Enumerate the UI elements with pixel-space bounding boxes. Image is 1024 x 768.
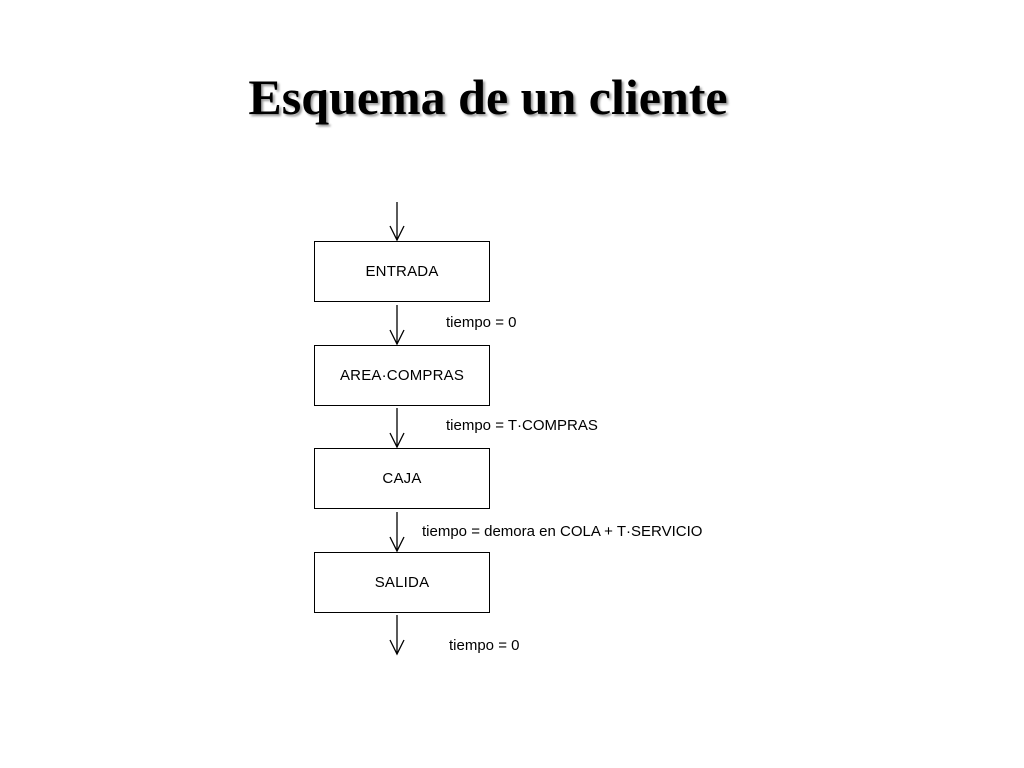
arrow-entrada-to-area-compras — [389, 305, 405, 346]
arrow-area-compras-to-caja — [389, 408, 405, 449]
slide-title: Esquema de un cliente — [248, 69, 728, 125]
entry-arrow — [389, 202, 405, 242]
box-area-compras: AREA·COMPRAS — [314, 345, 490, 406]
arrow-caja-to-salida — [389, 512, 405, 553]
box-caja: CAJA — [314, 448, 490, 509]
transition-label-salida: tiempo = 0 — [449, 637, 520, 654]
exit-arrow — [389, 615, 405, 656]
transition-label-area-compras: tiempo = T·COMPRAS — [446, 417, 598, 434]
transition-label-caja: tiempo = demora en COLA + T·SERVICIO — [422, 523, 703, 540]
box-salida: SALIDA — [314, 552, 490, 613]
box-entrada: ENTRADA — [314, 241, 490, 302]
transition-label-entrada: tiempo = 0 — [446, 314, 517, 331]
